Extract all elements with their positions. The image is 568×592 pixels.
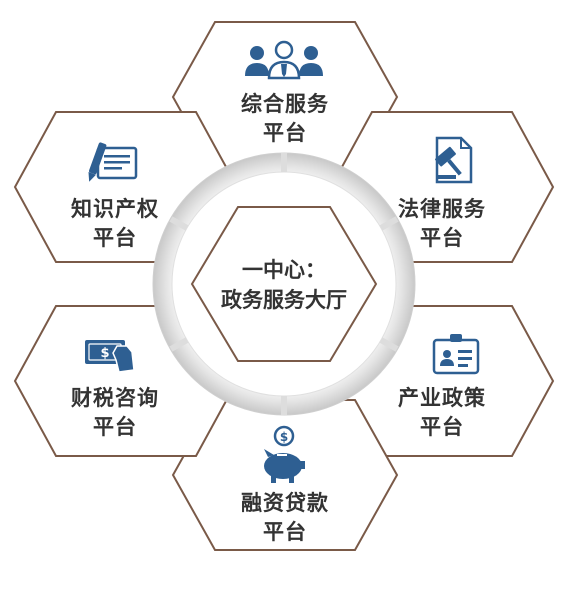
platform-label-industry: 产业政策 平台 (398, 386, 486, 439)
ring-spokes (169, 153, 399, 415)
center-label-line1: 一中心： (242, 258, 326, 282)
money-hand-icon: $ (85, 340, 135, 373)
platform-label-general: 综合服务 平台 (241, 92, 329, 145)
platform-label-ip: 知识产权 平台 (71, 197, 159, 250)
center-label: 一中心： 政务服务大厅 (194, 255, 374, 315)
svg-text:$: $ (280, 430, 288, 444)
id-badge-icon (432, 334, 480, 375)
gavel-document-icon (435, 136, 473, 184)
svg-text:$: $ (100, 346, 109, 361)
center-label-line2: 政务服务大厅 (221, 288, 347, 312)
platform-label-legal: 法律服务 平台 (398, 197, 486, 250)
people-group-icon (245, 40, 323, 80)
piggy-bank-icon: $ (264, 425, 305, 483)
platform-label-finance: 融资贷款 平台 (241, 491, 329, 544)
pen-document-icon (88, 142, 138, 182)
hex-center (190, 206, 378, 362)
platform-label-tax: 财税咨询 平台 (71, 386, 159, 439)
